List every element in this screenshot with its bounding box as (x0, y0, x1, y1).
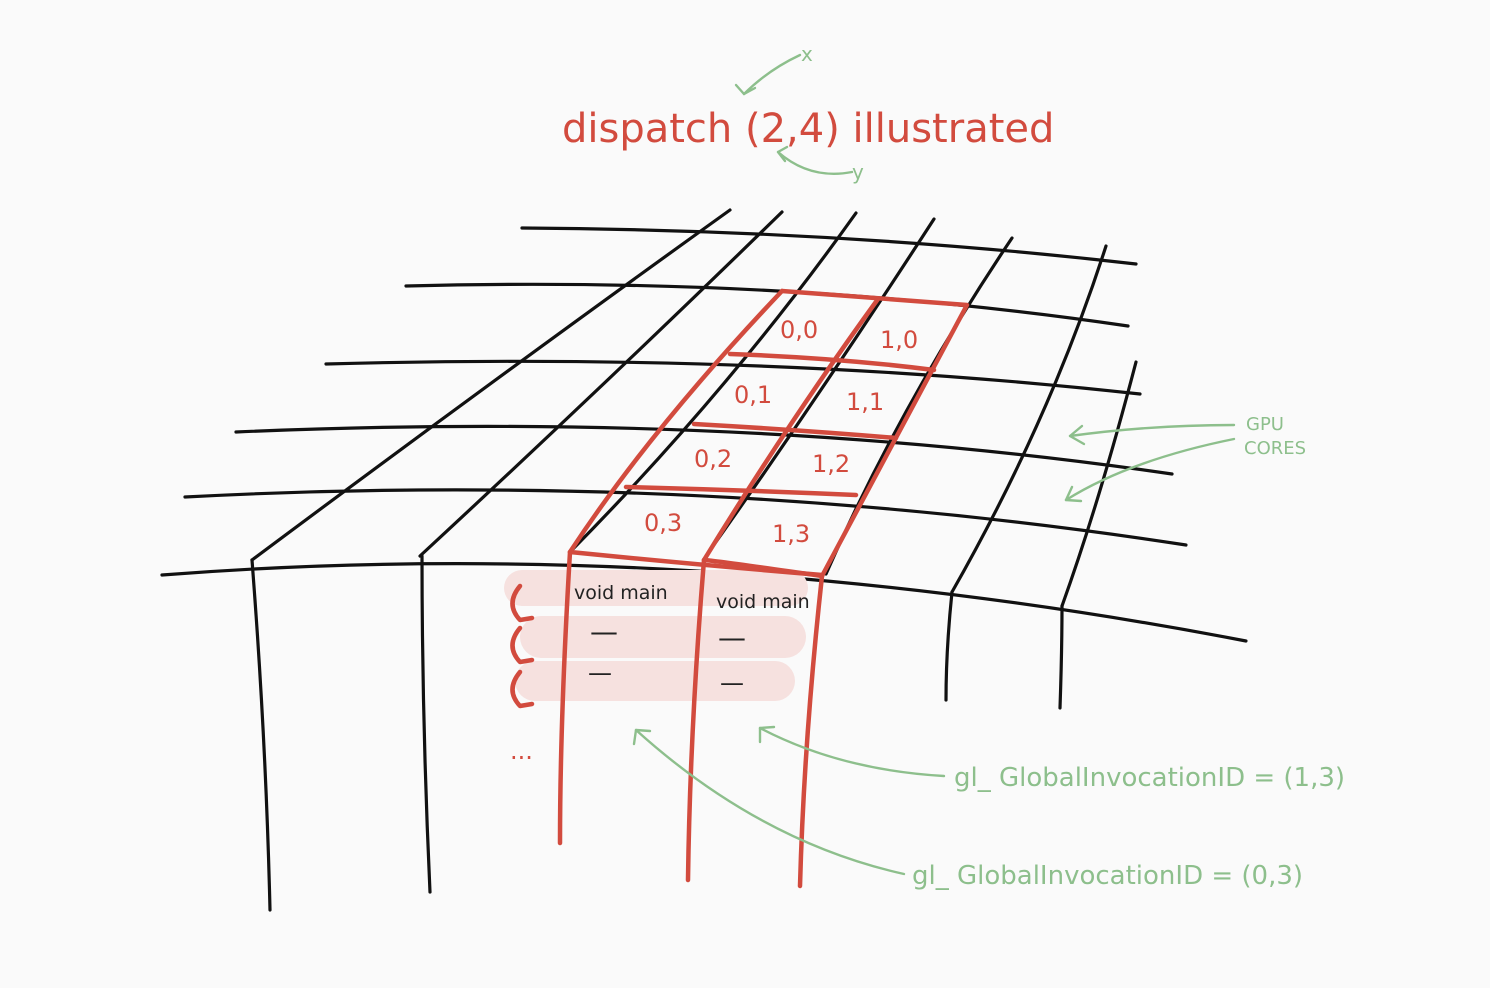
invocation-column-line (701, 557, 825, 579)
code-band-row (515, 661, 795, 701)
workgroup-label-1-2: 1,2 (812, 450, 850, 478)
grid-drop-line (944, 590, 954, 702)
grid-col-line (1060, 360, 1138, 608)
code-header-right: void main (716, 591, 810, 613)
title-group: dispatch (2,4) illustrated x y (562, 42, 1054, 184)
invocation-1-3-pointer (758, 726, 946, 778)
grid-col-line (418, 210, 784, 558)
grid-col-line (250, 208, 732, 562)
grid-row-line (234, 424, 1174, 476)
dispatch-row-line (727, 351, 937, 373)
grid-drop-line (420, 554, 432, 894)
workgroup-label-0-2: 0,2 (694, 445, 732, 473)
shader-code: void main void main — — — — ... (510, 582, 810, 765)
loop-arrow-icon (510, 669, 535, 709)
dispatch-middle-edge (701, 296, 881, 563)
code-header-left: void main (574, 582, 668, 604)
invocation-1-3-arrowhead (758, 725, 776, 744)
grid-row-line (324, 359, 1142, 396)
dispatch-left-edge (567, 288, 785, 555)
grid-col-line (568, 211, 858, 554)
grid-col-line (950, 244, 1108, 594)
loop-arrows: ... (510, 583, 535, 765)
global-invocation-1-3: gl_ GlobalInvocationID = (1,3) (954, 763, 1345, 793)
grid-row-line (183, 488, 1188, 547)
loop-ellipsis: ... (510, 737, 533, 765)
gpu-label-line-1: GPU (1246, 414, 1284, 435)
y-axis-arrow (776, 150, 854, 175)
code-bands (504, 570, 808, 701)
gpu-pointer-arrow (1064, 437, 1236, 502)
grid-drop-line (250, 558, 272, 912)
workgroup-label-0-0: 0,0 (780, 316, 818, 344)
gpu-pointer-arrow (1068, 423, 1236, 438)
diagram-title: dispatch (2,4) illustrated (562, 106, 1054, 152)
x-axis-arrowhead (734, 83, 757, 96)
dispatch-outline (779, 288, 970, 579)
code-line-right-2: — (720, 669, 744, 697)
dispatch-region: 0,0 1,0 0,1 1,1 0,2 1,2 0,3 1,3 (557, 288, 970, 889)
grid-drop-line (1058, 604, 1064, 710)
code-line-left-1: — (590, 615, 618, 648)
code-line-right-1: — (718, 621, 746, 654)
grid-col-line (704, 217, 936, 558)
workgroup-label-0-1: 0,1 (734, 381, 772, 409)
workgroup-label-1-1: 1,1 (846, 388, 884, 416)
loop-arrow-icon (510, 583, 535, 623)
annotations: GPU CORES gl_ GlobalInvocationID = (1,3)… (632, 414, 1345, 891)
grid-row-line (404, 282, 1130, 328)
gpu-pointer-arrowhead (1064, 485, 1083, 503)
code-band-row (504, 570, 808, 606)
invocation-column-line (797, 573, 825, 889)
code-band-row (520, 616, 806, 658)
x-axis-arrow (742, 53, 802, 96)
invocation-column-line (685, 557, 707, 883)
grid-row-line (520, 226, 1138, 266)
dispatch-row-line (623, 484, 859, 498)
invocation-0-3-arrowhead (632, 728, 652, 746)
dispatch-row-line (691, 421, 899, 441)
workgroup-label-1-0: 1,0 (880, 326, 918, 354)
workgroup-label-1-3: 1,3 (772, 520, 810, 548)
gpu-label-line-2: CORES (1244, 438, 1306, 459)
invocation-column-line (557, 549, 573, 846)
gpu-pointer-arrowhead (1068, 424, 1086, 446)
workgroup-label-0-3: 0,3 (644, 509, 682, 537)
loop-arrow-icon (510, 625, 535, 665)
x-axis-label: x (801, 42, 813, 66)
code-line-left-2: — (588, 659, 612, 687)
global-invocation-0-3: gl_ GlobalInvocationID = (0,3) (912, 861, 1303, 891)
y-axis-arrowhead (776, 145, 789, 163)
invocation-0-3-pointer (634, 728, 906, 876)
y-axis-label: y (852, 160, 864, 184)
